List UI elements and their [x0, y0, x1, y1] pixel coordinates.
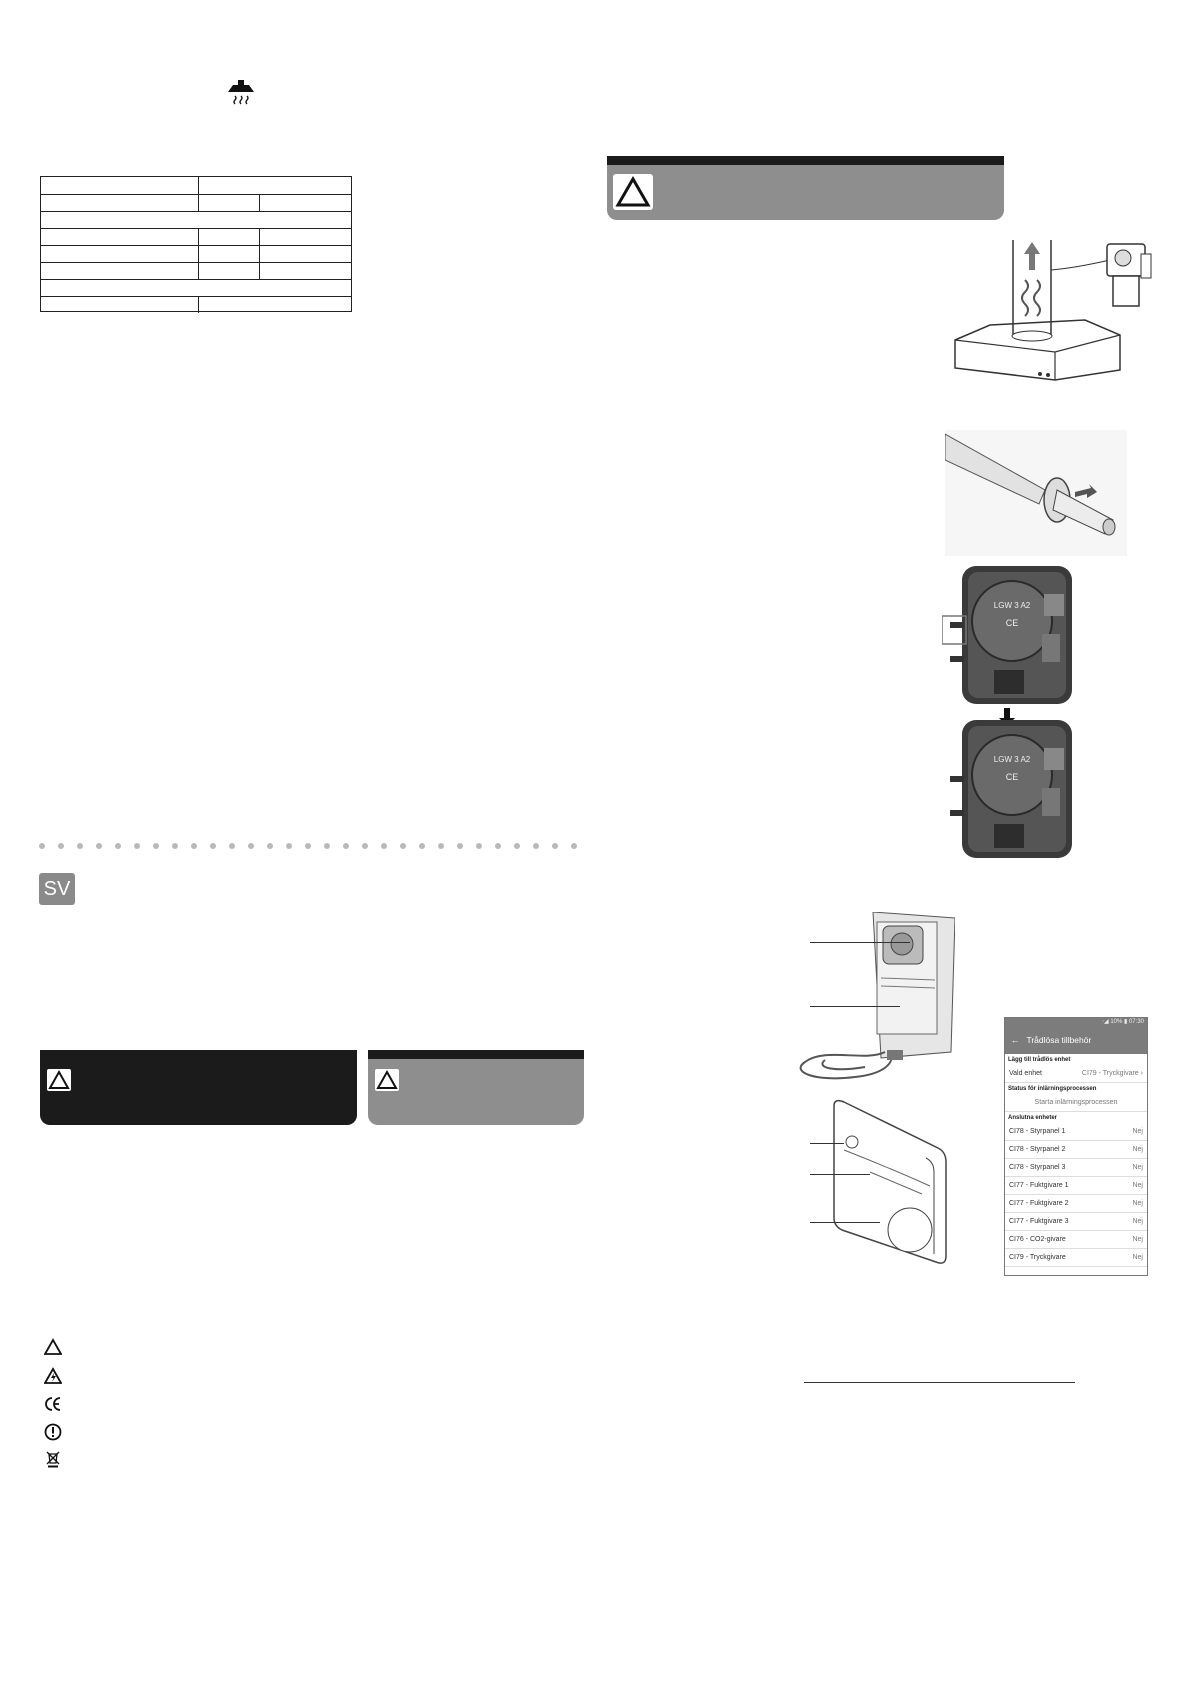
svg-text:LGW 3 A2: LGW 3 A2	[994, 755, 1031, 764]
warning-triangle-icon	[47, 1069, 71, 1091]
footnote-rule	[804, 1382, 1075, 1383]
exclamation-circle-icon	[44, 1423, 62, 1441]
warning-triangle-icon	[375, 1069, 399, 1091]
crossed-bin-icon	[46, 1451, 60, 1468]
separator-dot	[533, 843, 539, 849]
warning-box-gray	[368, 1059, 584, 1125]
separator-dot	[39, 843, 45, 849]
hood-duct-illustration	[954, 240, 1152, 381]
pressure-sensor-kit-illustration	[799, 912, 955, 1080]
cooker-hood-icon	[228, 80, 254, 105]
separator-dot	[324, 843, 330, 849]
separator-dot	[77, 843, 83, 849]
svg-text:CE: CE	[1006, 772, 1019, 782]
section-add-device: Lägg till trådlös enhet	[1008, 1057, 1071, 1063]
status-bar: ⋅◢ 10% ▮ 07:30	[1005, 1018, 1147, 1027]
separator-dot	[495, 843, 501, 849]
separator-dot	[191, 843, 197, 849]
warning-triangle-icon	[613, 174, 653, 210]
screen-title: Trådlösa tillbehör	[1026, 1035, 1092, 1045]
separator-dot	[438, 843, 444, 849]
electric-hazard-icon	[44, 1367, 62, 1384]
warning-triangle-icon	[44, 1338, 62, 1355]
back-arrow-icon[interactable]: ←	[1011, 1035, 1020, 1045]
separator-dot	[267, 843, 273, 849]
svg-text:CE: CE	[1006, 618, 1019, 628]
warning-box-right	[607, 165, 1004, 220]
separator-dot	[381, 843, 387, 849]
separator-dot	[571, 843, 577, 849]
separator-dot	[286, 843, 292, 849]
separator-dot	[514, 843, 520, 849]
pressure-switch-photo-1: LGW 3 A2 CE	[942, 566, 1072, 704]
separator-dot	[134, 843, 140, 849]
separator-dot	[153, 843, 159, 849]
separator-dot	[552, 843, 558, 849]
ce-mark-icon	[45, 1397, 61, 1411]
app-screen: ⋅◢ 10% ▮ 07:30 ← Trådlösa tillbehör Lägg…	[1004, 1017, 1148, 1276]
start-learning-button[interactable]: Starta inlärningsprocessen	[1005, 1094, 1147, 1112]
separator-dot	[400, 843, 406, 849]
separator-dot	[248, 843, 254, 849]
svg-text:LGW 3 A2: LGW 3 A2	[994, 601, 1031, 610]
separator-dot	[476, 843, 482, 849]
chevron-right-icon: ›	[1140, 1070, 1143, 1077]
section-connected-devices: Anslutna enheter	[1008, 1115, 1058, 1121]
pressure-switch-photo-2: LGW 3 A2 CE	[950, 708, 1072, 858]
separator-dot	[362, 843, 368, 849]
selected-device-row[interactable]: Vald enhet CI79 - Tryckgivare ›	[1005, 1065, 1147, 1083]
sensor-cover-illustration	[833, 1099, 947, 1264]
separator-dot	[343, 843, 349, 849]
specification-table	[40, 176, 352, 313]
warning-box-dark	[40, 1059, 357, 1125]
section-learning-status: Status för inlärningsprocessen	[1008, 1086, 1097, 1092]
separator-dot	[229, 843, 235, 849]
app-bar: ← Trådlösa tillbehör	[1005, 1027, 1147, 1054]
separator-dot	[305, 843, 311, 849]
separator-dot	[419, 843, 425, 849]
separator-dot	[172, 843, 178, 849]
separator-dot	[96, 843, 102, 849]
pressure-tube-illustration	[945, 430, 1127, 556]
separator-dot	[210, 843, 216, 849]
separator-dot	[58, 843, 64, 849]
separator-dot	[457, 843, 463, 849]
language-badge: SV	[39, 873, 75, 905]
separator-dot	[115, 843, 121, 849]
